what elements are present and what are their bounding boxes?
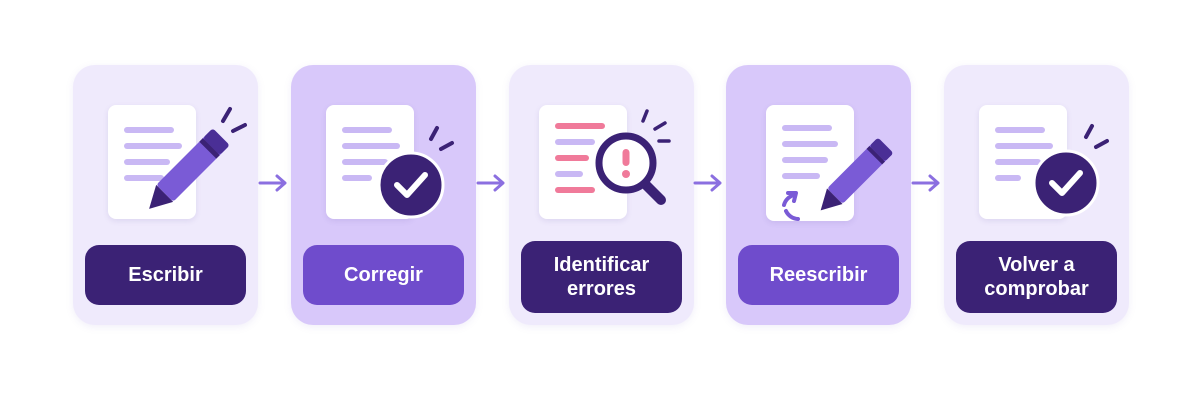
step-card-identificar-errores: Identificar errores: [509, 65, 694, 325]
step-label-reescribir: Reescribir: [738, 245, 899, 305]
step-label-volver-a-comprobar: Volver a comprobar: [956, 241, 1117, 313]
magnifier-alert-icon: [595, 109, 671, 205]
step-label-identificar-errores: Identificar errores: [521, 241, 682, 313]
right-arrow-icon: [693, 174, 722, 192]
right-arrow-icon: [258, 174, 287, 192]
step-label-escribir: Escribir: [85, 245, 246, 305]
right-arrow-icon: [476, 174, 505, 192]
step-card-volver-a-comprobar: Volver a comprobar: [944, 65, 1129, 325]
step-card-corregir: Corregir: [291, 65, 476, 325]
right-arrow-icon: [911, 174, 940, 192]
step-card-reescribir: Reescribir: [726, 65, 911, 325]
check-circle-icon: [377, 126, 454, 219]
check-circle-icon: [1032, 124, 1109, 217]
pencil-rewrite-icon: [782, 138, 893, 221]
pencil-icon: [149, 107, 247, 209]
step-label-corregir: Corregir: [303, 245, 464, 305]
step-card-escribir: Escribir: [73, 65, 258, 325]
